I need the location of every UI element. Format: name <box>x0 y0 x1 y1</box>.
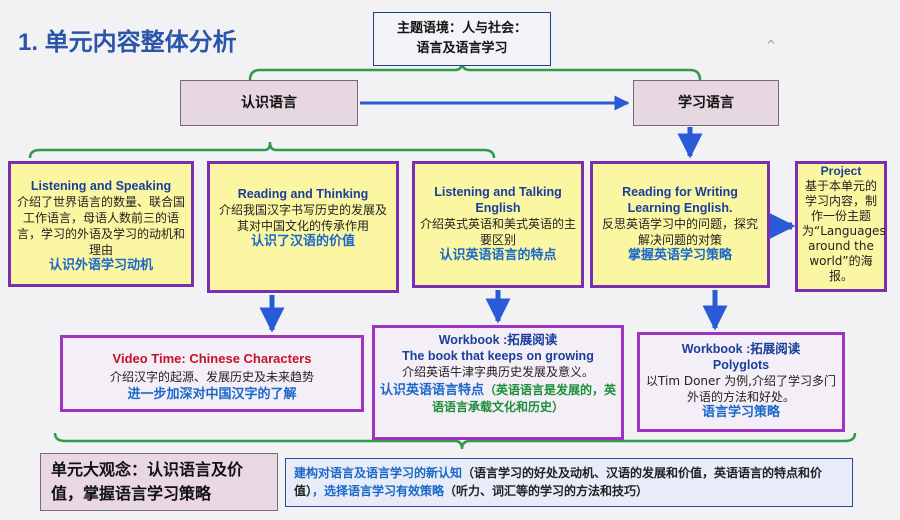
workbook-title: Polyglots <box>712 358 770 372</box>
card-body: 反思英语学习中的问题，探究解决问题的对策 <box>601 217 758 247</box>
theme-box: 主题语境：人与社会： 语言及语言学习 <box>373 12 551 66</box>
flow-recognize-box: 认识语言 <box>180 80 358 126</box>
card-project: Project 基于本单元的学习内容，制作一份主题为“Languages aro… <box>795 161 887 292</box>
card-body: 介绍我国汉字书写历史的发展及其对中国文化的传承作用 <box>218 203 387 233</box>
card-body: 介绍英式英语和美式英语的主要区别 <box>419 217 576 247</box>
workbook-box-2: Workbook :拓展阅读 Polyglots 以Tim Doner 为例,介… <box>637 332 845 432</box>
card-listening-talking: Listening and Talking English 介绍英式英语和美式英… <box>412 161 584 288</box>
card-key: 认识英语语言的特点 <box>439 248 557 263</box>
card-body: 介绍了世界语言的数量、联合国工作语言，母语人数前三的语言，学习的外语及学习的动机… <box>16 195 185 257</box>
card-key: 掌握英语学习策略 <box>627 248 732 263</box>
flow-learn-box: 学习语言 <box>633 80 779 126</box>
card-key: 认识了汉语的价值 <box>250 234 355 249</box>
card-heading: Reading and Thinking <box>237 187 369 201</box>
card-heading: Reading for Writing Learning English. <box>622 185 738 215</box>
video-body: 介绍汉字的起源、发展历史及未来趋势 <box>109 370 314 384</box>
workbook-box-1: Workbook :拓展阅读 The book that keeps on gr… <box>372 325 624 440</box>
card-heading: Listening and Speaking <box>30 179 172 193</box>
bottom-bracket <box>53 432 857 450</box>
video-key: 进一步加深对中国汉字的了解 <box>127 387 297 402</box>
detail-part3: ，选择语言学习有效策略 <box>312 484 445 498</box>
detail-part4: （听力、词汇等的学习的方法和技巧） <box>444 484 649 498</box>
page-title: 1. 单元内容整体分析 <box>18 29 237 56</box>
card-body: 基于本单元的学习内容，制作一份主题为“Languages around the … <box>802 179 886 283</box>
chevron-up-icon[interactable]: ^ <box>766 38 777 52</box>
theme-line1: 主题语境：人与社会： <box>396 21 527 36</box>
card-key: 认识外语学习动机 <box>48 258 153 273</box>
card-reading-writing: Reading for Writing Learning English. 反思… <box>590 161 770 288</box>
workbook-key: 语言学习策略 <box>701 405 780 420</box>
workbook-label: Workbook :拓展阅读 <box>438 333 558 347</box>
big-idea-box: 单元大观念：认识语言及价值，掌握语言学习策略 <box>40 453 278 511</box>
card-listening-speaking: Listening and Speaking 介绍了世界语言的数量、联合国工作语… <box>8 161 194 287</box>
workbook-label: Workbook :拓展阅读 <box>681 342 801 356</box>
video-time-box: Video Time: Chinese Characters 介绍汉字的起源、发… <box>60 335 364 412</box>
left-bracket <box>28 141 496 159</box>
card-heading: Project <box>820 164 862 178</box>
workbook-body: 介绍英语牛津字典历史发展及意义。 <box>401 365 594 379</box>
card-heading: Listening and Talking English <box>434 185 562 215</box>
workbook-key: 认识英语语言特点 <box>379 383 484 398</box>
big-idea-detail: 建构对语言及语言学习的新认知（语言学习的好处及动机、汉语的发展和价值，英语语言的… <box>285 458 853 507</box>
video-heading: Video Time: Chinese Characters <box>112 351 312 366</box>
detail-part1: 建构对语言及语言学习的新认知 <box>294 466 463 480</box>
theme-line2: 语言及语言学习 <box>416 41 508 56</box>
workbook-note: （英语语言是发展的，英语语言承载文化和历史） <box>431 383 617 414</box>
detail-part2: （语言学习的好处及动机、汉语的发展和价值，英语语言的特点和价值） <box>294 466 823 498</box>
workbook-body: 以Tim Doner 为例,介绍了学习多门外语的方法和好处。 <box>646 374 836 404</box>
workbook-title: The book that keeps on growing <box>402 349 594 363</box>
card-reading-thinking: Reading and Thinking 介绍我国汉字书写历史的发展及其对中国文… <box>207 161 399 293</box>
